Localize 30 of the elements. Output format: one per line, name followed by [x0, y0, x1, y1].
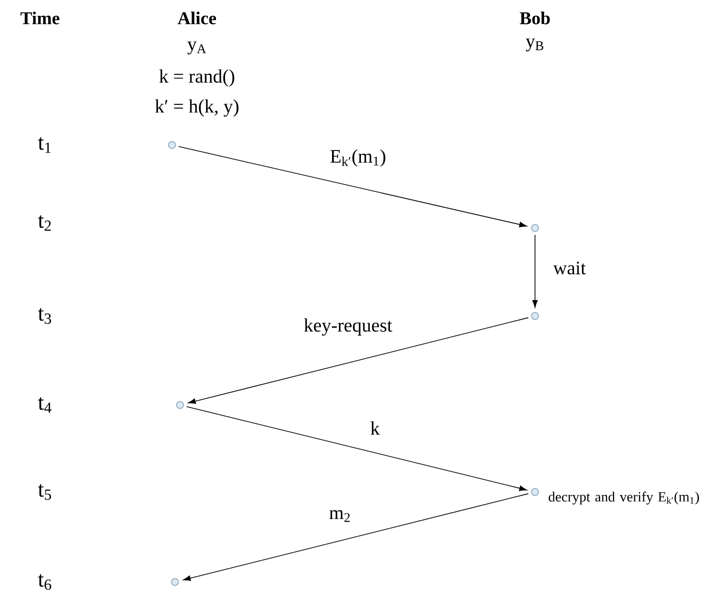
time-label: t$_{4}$ [38, 397, 52, 413]
event-dot [168, 141, 176, 149]
event-dot [531, 224, 539, 232]
event-dot [171, 578, 179, 586]
edge-label: key-request [302, 317, 394, 337]
message-arrow [178, 146, 527, 228]
key-text: y$_{B}$ [526, 38, 544, 52]
key-text: y$_{A}$ [187, 42, 206, 54]
edge-label: m$_{2}$ [328, 509, 352, 523]
edge-label: k [369, 420, 381, 436]
message-arrow [188, 317, 529, 404]
time-label: t$_{5}$ [38, 484, 52, 500]
time-label: t$_{1}$ [38, 137, 51, 153]
key-text: k = rand() [159, 69, 234, 87]
time-label: t$_{3}$ [38, 308, 52, 324]
event-dot [531, 488, 539, 496]
edge-label: E$_{k′}$(m$_{1}$) [328, 148, 388, 168]
key-text: k′ = h(k, y) [155, 99, 238, 117]
event-note: decrypt and verify E$_{k′}$(m$_{1}$) [548, 492, 699, 504]
edge-label: wait [552, 260, 587, 276]
event-dot [531, 312, 539, 320]
message-arrow [186, 406, 527, 491]
column-heading: Time [20, 12, 60, 24]
column-heading: Alice [178, 12, 216, 24]
message-arrow [183, 493, 529, 581]
column-heading: Bob [520, 12, 550, 24]
event-dot [176, 401, 184, 409]
time-label: t$_{6}$ [38, 574, 52, 590]
time-label: t$_{2}$ [38, 215, 51, 231]
message-arrow [532, 234, 538, 308]
